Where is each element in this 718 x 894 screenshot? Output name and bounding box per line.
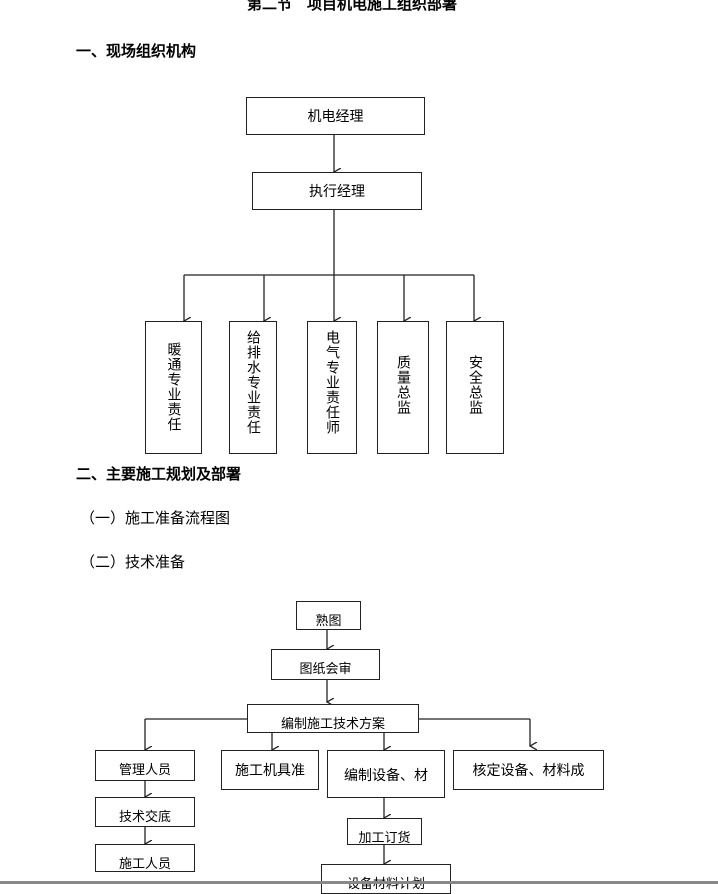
- flow-box-construction-plan: 编制施工技术方案: [247, 704, 419, 733]
- flow-box-label: 编制施工技术方案: [280, 717, 385, 732]
- section-title: 第二节 项目机电施工组织部署: [247, 0, 458, 13]
- flow-box-label: 施工人员: [118, 857, 171, 872]
- org-box-label: 安全总监: [467, 355, 483, 415]
- heading-construction-plan: 二、主要施工规划及部署: [76, 465, 242, 483]
- flow-box-label: 管理人员: [118, 763, 171, 778]
- flow-box-material-plan: 设备材料计划: [321, 864, 451, 894]
- org-box-label: 电气专业责任师: [324, 330, 340, 435]
- org-box-electrical: 电气专业责任师: [307, 321, 357, 454]
- heading-org-structure: 一、现场组织机构: [76, 42, 197, 60]
- flow-box-label: 图纸会审: [299, 662, 352, 677]
- org-box-hvac: 暖通专业责任: [145, 321, 202, 454]
- flow-box-label: 加工订货: [358, 831, 411, 845]
- flow-box-label: 核定设备、材料成: [472, 763, 585, 779]
- org-box-label: 执行经理: [309, 184, 365, 200]
- flow-box-label: 熟图: [315, 614, 342, 629]
- org-box-label: 质量总监: [395, 355, 411, 415]
- subheading-prep-flowchart: （一）施工准备流程图: [80, 509, 231, 527]
- org-box-mep-manager: 机电经理: [246, 97, 425, 135]
- org-box-executive-manager: 执行经理: [252, 172, 422, 210]
- flow-box-equipment-prep: 施工机具准: [221, 750, 319, 790]
- flow-box-label: 施工机具准: [235, 763, 305, 779]
- flow-box-technical-briefing: 技术交底: [95, 797, 195, 827]
- org-box-safety: 安全总监: [446, 321, 504, 454]
- flow-box-processing-order: 加工订货: [347, 818, 422, 845]
- org-box-label: 机电经理: [307, 109, 364, 125]
- flow-box-drawing-review: 图纸会审: [271, 649, 380, 680]
- flow-box-label: 技术交底: [118, 810, 171, 825]
- flow-box-management-staff: 管理人员: [95, 750, 195, 781]
- org-box-plumbing: 给排水专业责任: [229, 321, 277, 454]
- flow-box-read-drawings: 熟图: [296, 601, 361, 630]
- flow-box-construction-staff: 施工人员: [95, 844, 195, 872]
- org-box-label: 给排水专业责任: [245, 330, 261, 435]
- flow-box-label: 编制设备、材: [344, 768, 428, 784]
- subheading-tech-prep: （二）技术准备: [80, 553, 186, 571]
- org-box-quality: 质量总监: [377, 321, 429, 454]
- flow-box-compile-materials: 编制设备、材: [327, 750, 445, 798]
- page-bottom-edge: [0, 881, 718, 884]
- flow-box-verify-materials: 核定设备、材料成: [453, 750, 604, 790]
- org-box-label: 暖通专业责任: [165, 342, 182, 432]
